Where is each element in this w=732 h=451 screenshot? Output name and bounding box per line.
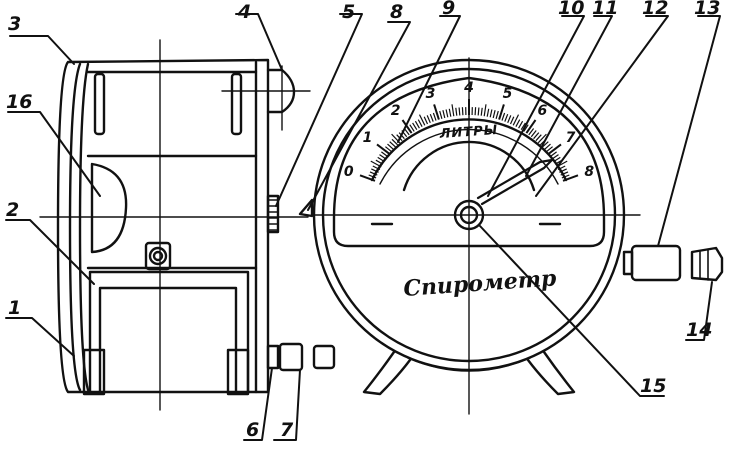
- callout-4: 4: [237, 1, 251, 23]
- dial-tick: [478, 108, 479, 116]
- dial-number-1: 1: [363, 130, 373, 146]
- dial-tick: [413, 123, 417, 130]
- dial-number-6: 6: [538, 103, 548, 119]
- dial-tick: [459, 108, 460, 116]
- callout-10: 10: [558, 0, 584, 19]
- bracket: [90, 272, 248, 392]
- dial-tick: [440, 111, 442, 119]
- callout-3: 3: [8, 13, 21, 35]
- leader-16: [8, 112, 100, 196]
- dial-tick: [446, 110, 448, 118]
- dial-number-2: 2: [391, 103, 401, 119]
- dial-tick: [516, 120, 520, 127]
- callout-12: 12: [642, 0, 668, 19]
- dial-tick: [462, 107, 463, 115]
- stand-foot-right: [528, 352, 574, 394]
- callout-9: 9: [442, 0, 455, 19]
- tube-mouthpiece-a: [280, 344, 302, 370]
- callout-6: 6: [246, 419, 259, 441]
- dial-tick: [433, 113, 436, 121]
- slot-left: [95, 74, 104, 134]
- nozzle-14: [692, 248, 722, 280]
- adjust-wheel: [268, 196, 278, 232]
- window-lens: [92, 164, 126, 252]
- callout-15: 15: [640, 375, 666, 397]
- pointer-needle: [478, 160, 552, 204]
- device-name-label: Спирометр: [403, 265, 558, 302]
- callout-16: 16: [6, 91, 32, 113]
- dial-number-0: 0: [344, 164, 354, 180]
- dial-tick: [481, 108, 482, 116]
- callout-7: 7: [280, 419, 294, 441]
- dial-tick: [505, 114, 508, 121]
- leader-9: [398, 16, 460, 142]
- callout-1: 1: [8, 297, 21, 319]
- leader-lines: [6, 14, 720, 440]
- dial-tick: [502, 113, 505, 121]
- leader-13: [658, 16, 720, 246]
- dial-tick: [511, 117, 514, 124]
- leader-12: [536, 16, 668, 196]
- callout-14: 14: [686, 319, 712, 341]
- callout-13: 13: [694, 0, 720, 19]
- dial-number-5: 5: [503, 86, 513, 102]
- dial-tick: [449, 109, 451, 117]
- dial-tick: [475, 107, 476, 115]
- dial-tick: [487, 109, 489, 117]
- dial-tick: [418, 120, 422, 127]
- tube-connector: [268, 346, 278, 368]
- slot-right: [232, 74, 241, 134]
- leader-1: [6, 318, 74, 356]
- dial-tick: [554, 157, 561, 161]
- dial-tick: [452, 104, 454, 116]
- dial-tick: [508, 115, 511, 122]
- dial-number-8: 8: [584, 164, 594, 180]
- dial-tick: [392, 134, 400, 143]
- leader-15: [480, 226, 664, 396]
- dial-tick: [430, 114, 433, 121]
- dial-number-4: 4: [463, 80, 474, 96]
- dial-number-3: 3: [426, 86, 436, 102]
- dial-tick: [496, 111, 498, 119]
- dial-tick: [484, 104, 486, 116]
- dial-number-7: 7: [566, 130, 576, 146]
- foot-right: [228, 350, 248, 394]
- dial-unit-label: ЛИТРЫ: [438, 123, 498, 142]
- dial-tick: [490, 110, 492, 118]
- callout-11: 11: [592, 0, 618, 19]
- side-view: [40, 40, 334, 410]
- dial-tick: [493, 110, 495, 118]
- front-ring: [70, 64, 80, 390]
- front-view: [300, 58, 722, 414]
- callout-labels: 3 4 5 8 9 10 11 12 13 16 2 1 6 7 14 15: [6, 0, 720, 441]
- dial-tick: [427, 115, 430, 122]
- tube-mouthpiece-b: [314, 346, 334, 368]
- stand-foot-left: [364, 352, 410, 394]
- leader-3: [10, 36, 74, 64]
- callout-5: 5: [342, 1, 355, 23]
- dial-tick: [519, 121, 523, 128]
- dial-tick: [378, 157, 385, 161]
- dial-tick: [415, 121, 419, 128]
- dial-tick: [424, 117, 427, 124]
- callout-2: 2: [6, 199, 19, 221]
- callout-8: 8: [390, 1, 403, 23]
- dial-tick: [456, 108, 457, 116]
- dial-tick: [443, 110, 445, 118]
- connector-body: [632, 246, 680, 280]
